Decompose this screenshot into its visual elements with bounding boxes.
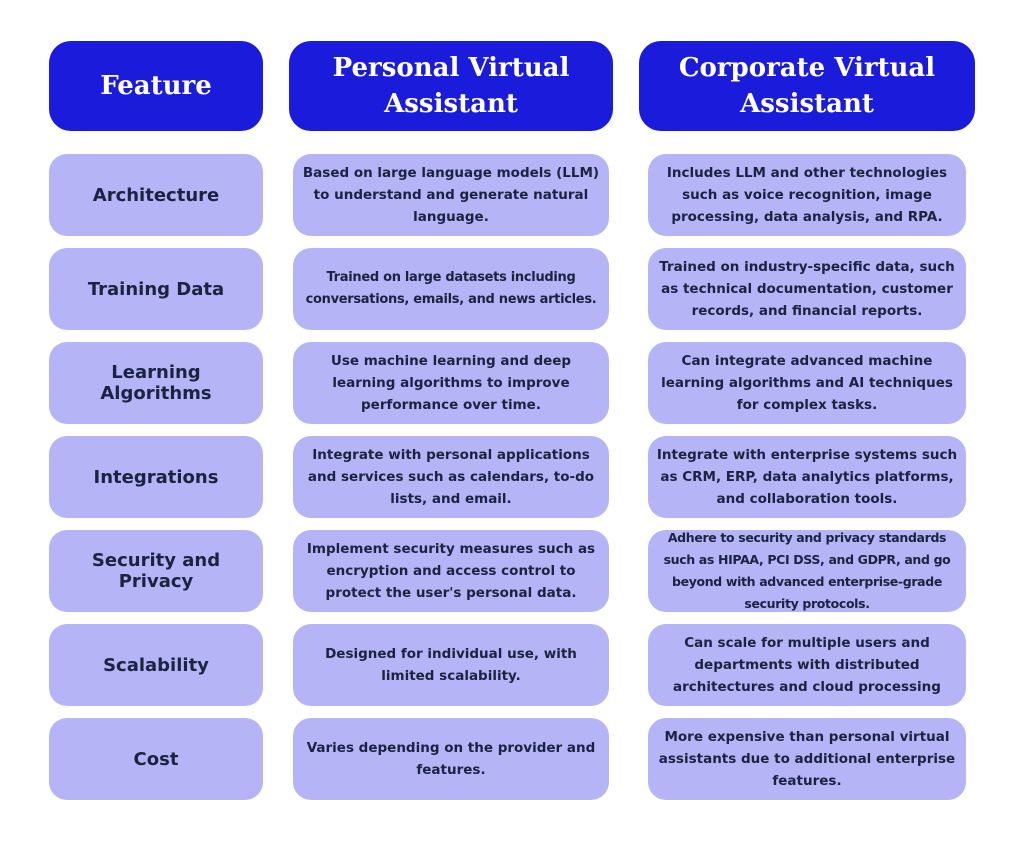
feature-cell-cost: Cost <box>49 718 263 800</box>
feature-cell-security-and-privacy: Security and Privacy <box>49 530 263 612</box>
corporate-cell-learning-algorithms: Can integrate advanced machine learning … <box>648 342 966 424</box>
feature-cell-scalability: Scalability <box>49 624 263 706</box>
personal-cell-scalability: Designed for individual use, with limite… <box>293 624 609 706</box>
personal-cell-cost: Varies depending on the provider and fea… <box>293 718 609 800</box>
corporate-cell-architecture: Includes LLM and other technologies such… <box>648 154 966 236</box>
feature-cell-learning-algorithms: Learning Algorithms <box>49 342 263 424</box>
personal-cell-security-and-privacy: Implement security measures such as encr… <box>293 530 609 612</box>
personal-cell-architecture: Based on large language models (LLM) to … <box>293 154 609 236</box>
header-feature: Feature <box>49 41 263 131</box>
feature-cell-architecture: Architecture <box>49 154 263 236</box>
corporate-cell-security-and-privacy: Adhere to security and privacy standards… <box>648 530 966 612</box>
corporate-cell-scalability: Can scale for multiple users and departm… <box>648 624 966 706</box>
personal-cell-integrations: Integrate with personal applications and… <box>293 436 609 518</box>
feature-cell-integrations: Integrations <box>49 436 263 518</box>
personal-cell-learning-algorithms: Use machine learning and deep learning a… <box>293 342 609 424</box>
header-corporate-virtual-assistant: Corporate Virtual Assistant <box>639 41 975 131</box>
corporate-cell-integrations: Integrate with enterprise systems such a… <box>648 436 966 518</box>
corporate-cell-training-data: Trained on industry-specific data, such … <box>648 248 966 330</box>
corporate-cell-cost: More expensive than personal virtual ass… <box>648 718 966 800</box>
feature-cell-training-data: Training Data <box>49 248 263 330</box>
personal-cell-training-data: Trained on large datasets including conv… <box>293 248 609 330</box>
header-personal-virtual-assistant: Personal Virtual Assistant <box>289 41 613 131</box>
